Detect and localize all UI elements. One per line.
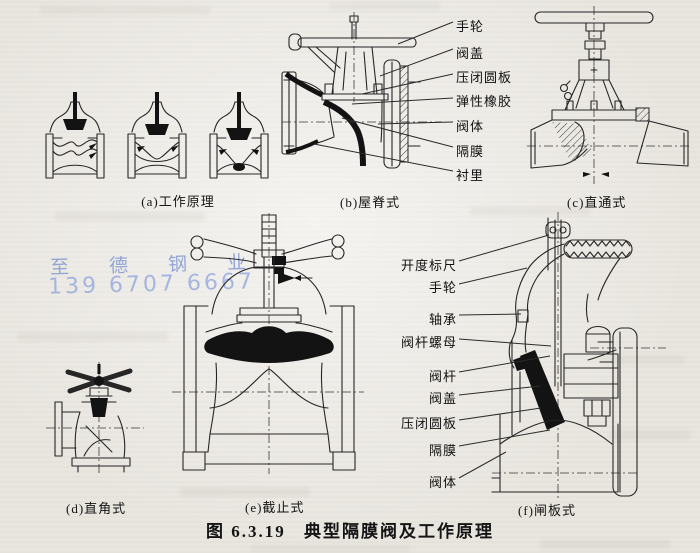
part-label: 阀体	[428, 475, 457, 490]
part-label: 隔膜	[456, 144, 485, 159]
caption-e: (e)截止式	[245, 500, 305, 515]
paper-artifact	[470, 207, 590, 215]
caption-c: (c)直通式	[567, 195, 627, 210]
valve-drawing-straight-type	[523, 4, 695, 190]
paper-artifact	[18, 332, 168, 341]
part-label: 手轮	[428, 280, 457, 295]
part-label: 阀杆	[428, 369, 457, 384]
part-label: 阀盖	[456, 46, 485, 61]
valve-drawing-angle-type	[38, 360, 153, 485]
paper-artifact	[55, 212, 205, 221]
part-label: 开度标尺	[400, 258, 457, 273]
paper-artifact	[610, 430, 690, 440]
paper-artifact	[180, 488, 310, 496]
part-label: 阀杆螺母	[400, 335, 457, 350]
part-label: 隔膜	[428, 443, 457, 458]
caption-d: (d)直角式	[66, 501, 127, 516]
valve-drawing-gate-type	[490, 210, 668, 502]
part-label: 手轮	[456, 19, 485, 34]
paper-artifact	[40, 6, 210, 14]
part-label: 压闭圆板	[456, 70, 513, 85]
part-label: 阀盖	[428, 391, 457, 406]
paper-artifact	[600, 355, 685, 364]
caption-f: (f)闸板式	[518, 503, 576, 518]
paper-artifact	[330, 3, 440, 10]
paper-artifact	[250, 545, 410, 552]
part-label: 阀体	[456, 119, 485, 134]
figure-number: 图 6.3.19	[206, 522, 286, 541]
valve-drawing-globe-type	[168, 212, 368, 484]
figure-title: 典型隔膜阀及工作原理	[304, 522, 494, 541]
valve-drawing-working-principle	[40, 92, 275, 190]
part-label: 轴承	[428, 312, 457, 327]
part-label: 弹性橡胶	[456, 94, 513, 109]
valve-drawing-ridge-type	[278, 10, 448, 190]
caption-b: (b)屋脊式	[340, 195, 401, 210]
caption-a: (a)工作原理	[141, 194, 215, 209]
figure-caption: 图 6.3.19 典型隔膜阀及工作原理	[150, 517, 550, 542]
paper-artifact	[540, 540, 670, 548]
part-label: 衬里	[456, 168, 485, 183]
part-label: 压闭圆板	[400, 416, 457, 431]
